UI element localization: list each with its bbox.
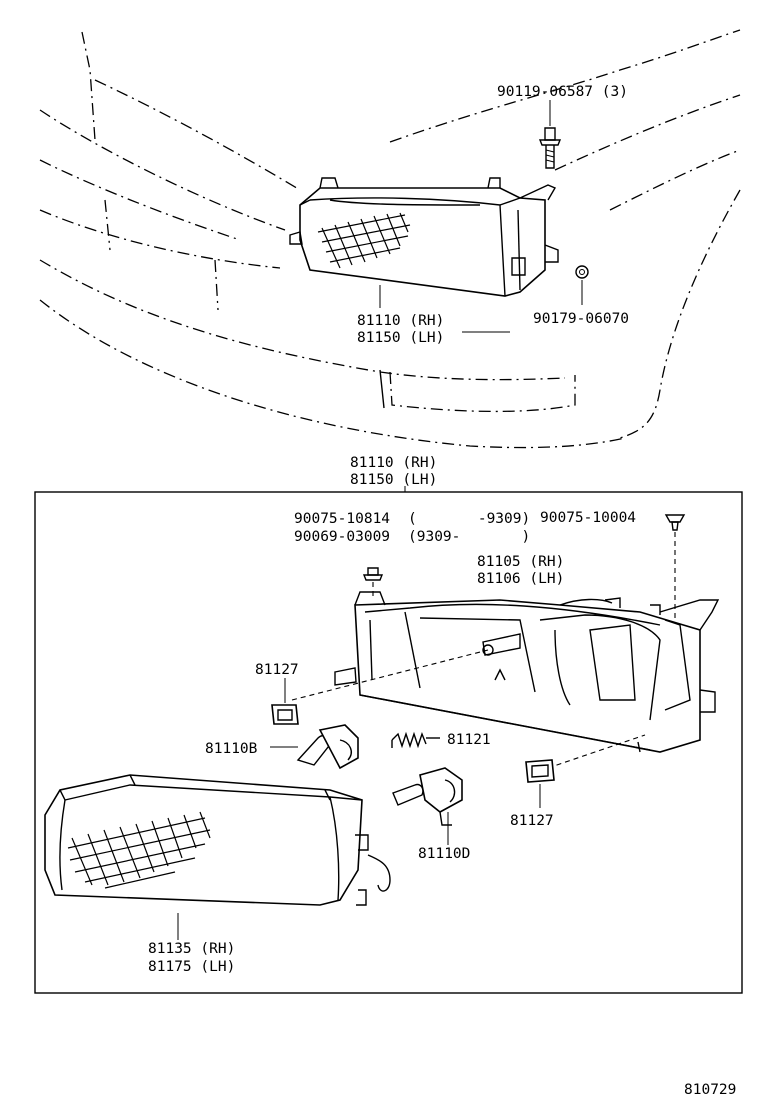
bolt-90119 (538, 127, 562, 169)
label-lens-rh: 81135 (RH) (148, 941, 235, 957)
screw-left (362, 567, 384, 581)
vehicle-body-outline (39, 29, 741, 449)
top-headlamp-assembly (289, 100, 589, 333)
label-housing-rh: 81105 (RH) (477, 554, 564, 570)
label-screw-b-range: (9309- ) (408, 529, 530, 545)
label-box-title-rh: 81110 (RH) (350, 455, 437, 471)
top-lens-pattern (317, 212, 411, 269)
label-screw-a: 90075-10814 (294, 511, 390, 527)
screw-right (664, 514, 686, 531)
bulb-81110b (296, 724, 359, 770)
label-housing-lh: 81106 (LH) (477, 571, 564, 587)
bulb-81110d (392, 767, 463, 826)
label-top-headlamp-rh: 81110 (RH) (357, 313, 444, 329)
label-screw-b: 90069-03009 (294, 529, 390, 545)
lamp-housing (334, 591, 720, 753)
label-top-headlamp-lh: 81150 (LH) (357, 330, 444, 346)
nut-90179 (575, 265, 589, 279)
label-bulb-b: 81110B (205, 741, 258, 757)
label-screw-a-range: ( -9309) (408, 511, 530, 527)
label-bolt-90119: 90119-06587 (3) (497, 84, 628, 100)
label-spring: 81121 (447, 732, 491, 748)
label-socket-left: 81127 (255, 662, 299, 678)
label-box-title-lh: 81150 (LH) (350, 472, 437, 488)
lens-pattern (67, 811, 211, 889)
detail-box (34, 491, 743, 994)
label-bulb-d: 81110D (418, 846, 470, 862)
lens-81135 (44, 774, 391, 906)
label-socket-right: 81127 (510, 813, 554, 829)
label-nut-90179: 90179-06070 (533, 311, 629, 327)
figure-code: 810729 (684, 1082, 736, 1098)
spring-81121 (391, 731, 440, 749)
socket-81127-right (525, 759, 555, 783)
label-screw-c: 90075-10004 (540, 510, 636, 526)
socket-81127-left (271, 704, 299, 725)
label-lens-lh: 81175 (LH) (148, 959, 235, 975)
